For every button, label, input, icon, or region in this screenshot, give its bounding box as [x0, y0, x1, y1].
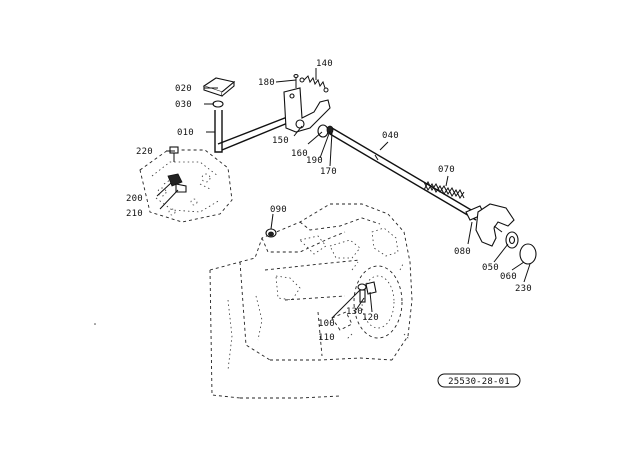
label-200: 200 [126, 194, 143, 204]
part-230-hub [519, 243, 537, 265]
label-160: 160 [291, 149, 308, 159]
pedal-mount-bracket [139, 149, 233, 223]
label-070: 070 [438, 165, 455, 175]
part-090-bushing [265, 228, 277, 238]
label-120: 120 [362, 313, 379, 323]
label-080: 080 [454, 247, 471, 257]
part-220-bolt [169, 146, 179, 162]
label-210: 210 [126, 209, 143, 219]
part-070-spring [423, 180, 465, 199]
label-040: 040 [382, 131, 399, 141]
part-140-spring [299, 75, 329, 93]
label-100: 100 [318, 319, 335, 329]
stray-dot [94, 323, 96, 325]
label-110: 110 [318, 333, 335, 343]
label-060: 060 [500, 272, 517, 282]
shaft-washers [317, 124, 334, 138]
part-080-release-fork [465, 203, 515, 247]
label-170: 170 [320, 167, 337, 177]
label-030: 030 [175, 100, 192, 110]
label-140: 140 [316, 59, 333, 69]
label-190: 190 [306, 156, 323, 166]
label-230: 230 [515, 284, 532, 294]
label-180: 180 [258, 78, 275, 88]
leader-lines [156, 68, 531, 319]
part-number-labels: 020 030 010 220 200 210 180 140 150 160 … [126, 59, 532, 343]
part-040-release-shaft [329, 127, 479, 221]
label-010: 010 [177, 128, 194, 138]
label-050: 050 [482, 263, 499, 273]
label-090: 090 [270, 205, 287, 215]
label-220: 220 [136, 147, 153, 157]
transmission-housing [209, 203, 413, 399]
label-020: 020 [175, 84, 192, 94]
parts-100-130-bolt [357, 281, 377, 303]
drawing-code-badge: 25530-28-01 [437, 373, 521, 388]
label-130: 130 [346, 307, 363, 317]
part-050-release-bearing [505, 231, 519, 249]
label-150: 150 [272, 136, 289, 146]
drawing-code: 25530-28-01 [448, 377, 510, 387]
